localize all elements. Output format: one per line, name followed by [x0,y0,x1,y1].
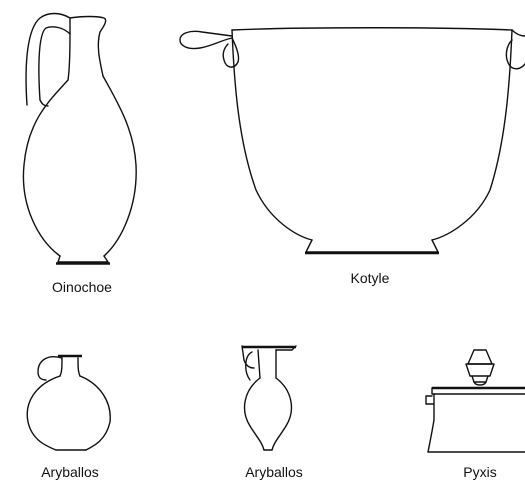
oinochoe-label: Oinochoe [52,279,112,295]
aryballos-pointed-drawing [242,346,296,450]
pyxis-drawing [426,350,525,452]
kotyle-label: Kotyle [351,270,390,286]
oinochoe-drawing [23,14,136,264]
aryballos-round-label: Aryballos [41,464,99,480]
pyxis-label: Pyxis [463,464,496,480]
aryballos-round-drawing [27,356,110,450]
kotyle-drawing [180,28,525,253]
aryballos-pointed-label: Aryballos [245,464,303,480]
